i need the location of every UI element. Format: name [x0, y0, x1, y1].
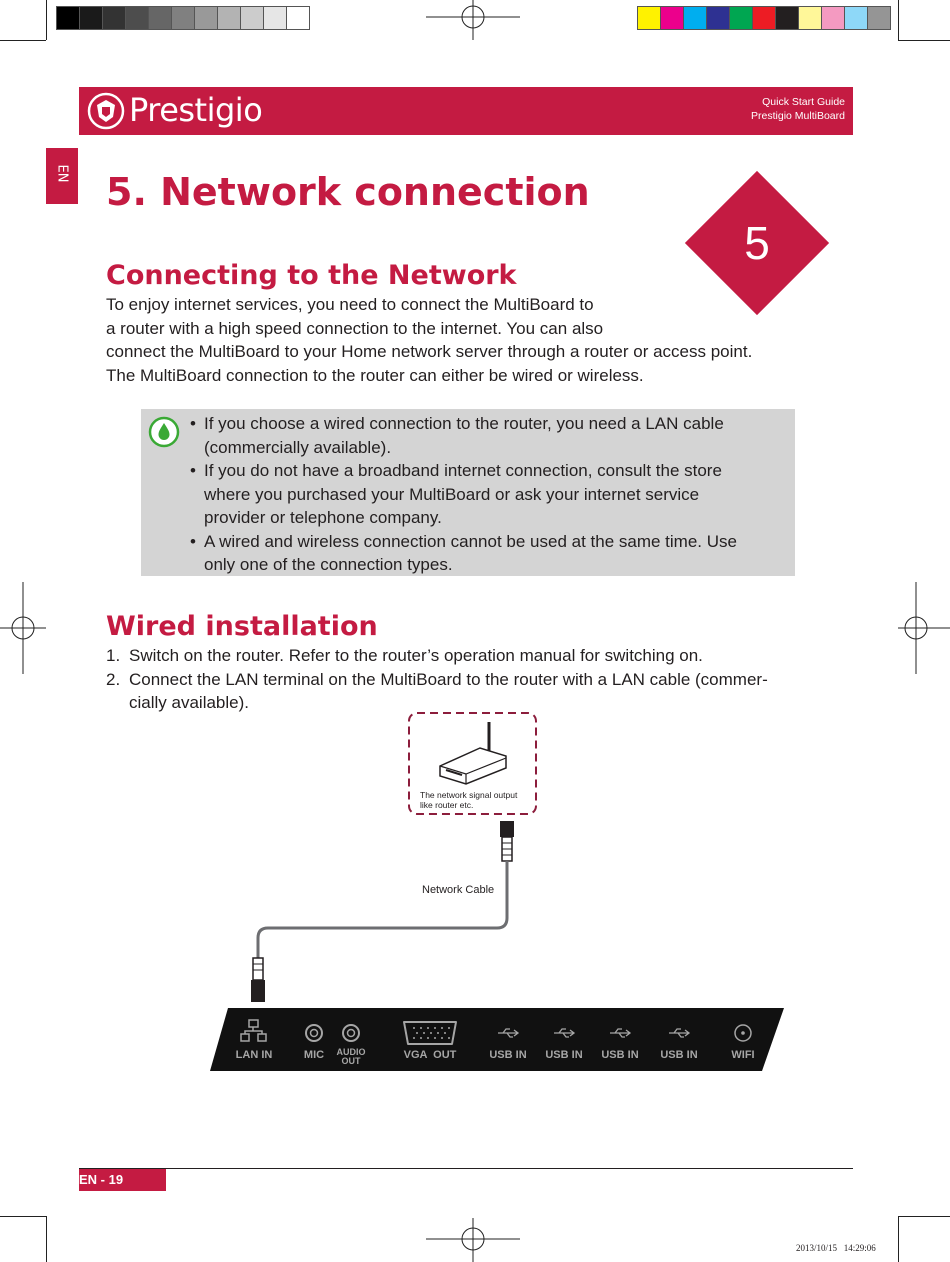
note-line: (commercially available). — [204, 437, 392, 457]
cable-connector-bottom — [251, 957, 265, 1002]
port-label-vga-out: VGA OUT — [403, 1049, 457, 1061]
network-cable — [256, 861, 509, 958]
color-swatch — [56, 6, 80, 30]
mic-port-icon — [305, 1024, 323, 1042]
note-item: If you choose a wired connection to the … — [190, 412, 790, 459]
intro-line: To enjoy internet services, you need to … — [106, 295, 594, 314]
install-steps: 1. Switch on the router. Refer to the ro… — [106, 644, 826, 715]
color-swatch — [660, 6, 684, 30]
intro-paragraph: To enjoy internet services, you need to … — [106, 293, 826, 387]
note-list: If you choose a wired connection to the … — [190, 412, 790, 577]
cable-connector-top — [500, 821, 514, 862]
step-item: 2. Connect the LAN terminal on the Multi… — [106, 668, 826, 715]
page-header: Prestigio Quick Start Guide Prestigio Mu… — [79, 87, 853, 135]
header-right: Quick Start Guide Prestigio MultiBoard — [751, 95, 845, 123]
print-timestamp: 2013/10/15 14:29:06 — [796, 1243, 876, 1253]
port-label-usb-in: USB IN — [489, 1049, 527, 1061]
step-text: Switch on the router. Refer to the route… — [129, 646, 703, 665]
color-swatch — [821, 6, 845, 30]
port-label-mic: MIC — [303, 1049, 325, 1061]
step-text: cially available). — [129, 693, 249, 712]
color-swatch — [240, 6, 264, 30]
usb-port-icon — [554, 1028, 576, 1038]
color-swatch — [194, 6, 218, 30]
language-tab-label: EN — [54, 164, 70, 183]
audio-out-port-icon — [342, 1024, 360, 1042]
connection-diagram — [210, 712, 784, 1071]
product-name: Prestigio MultiBoard — [751, 110, 845, 122]
language-tab: EN — [46, 148, 78, 204]
guide-title: Quick Start Guide — [762, 96, 845, 108]
water-drop-icon — [148, 416, 180, 448]
color-swatch — [171, 6, 195, 30]
section-heading-wired: Wired installation — [106, 611, 378, 642]
note-item: If you do not have a broadband internet … — [190, 459, 790, 530]
router-caption: The network signal output like router et… — [420, 790, 517, 810]
registration-mark-left — [0, 582, 46, 674]
usb-port-icon — [669, 1028, 691, 1038]
step-number: 2. — [106, 669, 121, 689]
color-swatch — [148, 6, 172, 30]
port-label-audio: AUDIO — [336, 1047, 366, 1057]
router-caption-line: The network signal output — [420, 790, 518, 800]
color-swatch — [263, 6, 287, 30]
section-heading-connecting: Connecting to the Network — [106, 260, 517, 291]
router-box — [408, 712, 537, 815]
step-text: Connect the LAN terminal on the MultiBoa… — [129, 669, 768, 689]
note-line: where you purchased your MultiBoard or a… — [204, 484, 700, 504]
color-swatch — [798, 6, 822, 30]
registration-mark-right — [898, 582, 950, 674]
color-swatch — [217, 6, 241, 30]
note-line: A wired and wireless connection cannot b… — [204, 531, 737, 551]
port-label-wifi: WIFI — [731, 1049, 755, 1061]
color-swatch — [683, 6, 707, 30]
intro-line: a router with a high speed connection to… — [106, 318, 604, 338]
step-item: 1. Switch on the router. Refer to the ro… — [106, 644, 826, 668]
note-line: If you do not have a broadband internet … — [204, 461, 722, 480]
cable-label: Network Cable — [422, 884, 495, 896]
port-label-usb-in: USB IN — [545, 1049, 583, 1061]
color-swatch — [844, 6, 868, 30]
footer-rule — [79, 1168, 853, 1169]
vga-port-icon — [403, 1021, 457, 1045]
lan-port-icon — [240, 1019, 267, 1042]
registration-mark-top — [426, 0, 520, 40]
page-number: EN - 19 — [79, 1172, 124, 1187]
color-swatch — [79, 6, 103, 30]
intro-line: connect the MultiBoard to your Home netw… — [106, 342, 753, 361]
color-swatch — [729, 6, 753, 30]
wifi-port-icon — [734, 1024, 752, 1042]
color-swatch — [637, 6, 661, 30]
chapter-badge-number: 5 — [744, 217, 770, 269]
chapter-title: 5. Network connection — [106, 170, 590, 214]
color-swatch — [867, 6, 891, 30]
prestigio-logo-icon — [87, 92, 125, 130]
port-label-usb-in: USB IN — [601, 1049, 639, 1061]
router-caption-line: like router etc. — [420, 800, 474, 810]
port-label-usb-in: USB IN — [660, 1049, 698, 1061]
color-swatch — [125, 6, 149, 30]
registration-mark-bottom — [426, 1218, 520, 1262]
intro-line: The MultiBoard connection to the router … — [106, 365, 644, 385]
note-line: only one of the connection types. — [204, 555, 453, 574]
note-item: A wired and wireless connection cannot b… — [190, 530, 790, 577]
color-swatch — [102, 6, 126, 30]
port-panel — [210, 1008, 784, 1071]
port-label-out: OUT — [341, 1056, 361, 1066]
port-label-lan-in: LAN IN — [235, 1049, 273, 1061]
color-swatch — [752, 6, 776, 30]
color-swatch — [286, 6, 310, 30]
step-number: 1. — [106, 646, 121, 665]
brand-name: Prestigio — [129, 91, 263, 129]
color-swatch — [775, 6, 799, 30]
note-line: provider or telephone company. — [204, 508, 442, 527]
note-line: If you choose a wired connection to the … — [204, 414, 724, 433]
color-swatch — [706, 6, 730, 30]
usb-port-icon — [610, 1028, 632, 1038]
usb-port-icon — [498, 1028, 520, 1038]
router-icon — [439, 722, 507, 785]
page-number-tab: EN - 19 — [79, 1169, 166, 1191]
